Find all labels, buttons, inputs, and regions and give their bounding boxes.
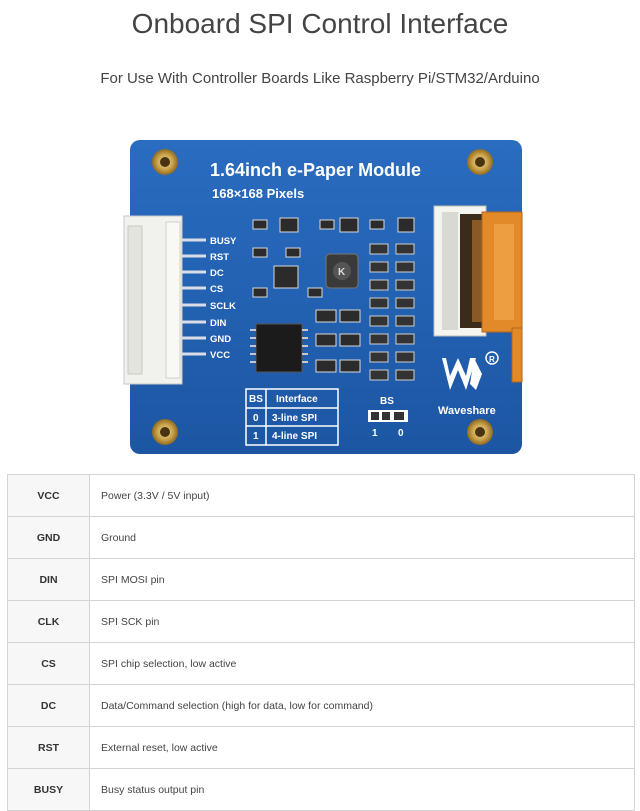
pin-name: VCC bbox=[7, 474, 90, 517]
pin-label-din: DIN bbox=[210, 318, 227, 329]
bs-header-bs: BS bbox=[249, 394, 263, 405]
mounting-holes bbox=[152, 149, 493, 445]
passive-array bbox=[369, 243, 415, 381]
table-row: RST External reset, low active bbox=[7, 726, 635, 769]
pin-description: Busy status output pin bbox=[89, 768, 635, 811]
pin-label-gnd: GND bbox=[210, 334, 231, 345]
pin-name: DC bbox=[7, 684, 90, 727]
pin-name: BUSY bbox=[7, 768, 90, 811]
pin-name: RST bbox=[7, 726, 90, 769]
pin-description: SPI SCK pin bbox=[89, 600, 635, 643]
svg-text:K: K bbox=[338, 267, 346, 278]
brand-name: Waveshare bbox=[438, 405, 496, 417]
pin-description: SPI MOSI pin bbox=[89, 558, 635, 601]
pin-label-dc: DC bbox=[210, 268, 224, 279]
bs-switch-left: 1 bbox=[372, 428, 378, 439]
fpc-connector bbox=[433, 205, 487, 337]
bs-switch-label: BS bbox=[380, 396, 394, 407]
pin-label-cs: CS bbox=[210, 284, 223, 295]
epaper-module-board-image: 1.64inch e-Paper Module 168×168 Pixels B… bbox=[120, 138, 530, 456]
bs-switch-right: 0 bbox=[398, 428, 404, 439]
driver-ic-chip bbox=[250, 323, 308, 373]
pin-description: Ground bbox=[89, 516, 635, 559]
board-svg: 1.64inch e-Paper Module 168×168 Pixels B… bbox=[123, 140, 523, 454]
pin-label-sclk: SCLK bbox=[210, 301, 236, 312]
pin-description: Power (3.3V / 5V input) bbox=[89, 474, 635, 517]
page-subtitle: For Use With Controller Boards Like Rasp… bbox=[100, 70, 540, 87]
bs-row-0-interface: 3-line SPI bbox=[272, 413, 317, 424]
pin-label-rst: RST bbox=[210, 252, 229, 263]
bs-switch: BS 1 0 bbox=[368, 396, 408, 439]
bs-header-interface: Interface bbox=[276, 394, 318, 405]
inductor-component: K bbox=[325, 253, 359, 289]
pin-name: CS bbox=[7, 642, 90, 685]
bs-interface-table: BS Interface 0 3-line SPI 1 4-line SPI bbox=[245, 388, 339, 446]
pin-label-busy: BUSY bbox=[210, 236, 237, 247]
pin-name: GND bbox=[7, 516, 90, 559]
board-title: 1.64inch e-Paper Module bbox=[210, 160, 421, 180]
table-row: DC Data/Command selection (high for data… bbox=[7, 684, 635, 727]
page-title: Onboard SPI Control Interface bbox=[131, 8, 509, 39]
pin-name: DIN bbox=[7, 558, 90, 601]
smd-components bbox=[252, 217, 415, 373]
pin-description-table: VCC Power (3.3V / 5V input) GND Ground D… bbox=[7, 474, 635, 811]
pin-description: External reset, low active bbox=[89, 726, 635, 769]
waveshare-logo: R Waveshare bbox=[438, 351, 499, 417]
pin-header-connector bbox=[123, 215, 183, 385]
pin-label-vcc: VCC bbox=[210, 350, 230, 361]
pin-description: Data/Command selection (high for data, l… bbox=[89, 684, 635, 727]
bs-row-0-value: 0 bbox=[253, 413, 259, 424]
flex-cable bbox=[481, 211, 523, 383]
table-row: CS SPI chip selection, low active bbox=[7, 642, 635, 685]
pin-name: CLK bbox=[7, 600, 90, 643]
pin-description: SPI chip selection, low active bbox=[89, 642, 635, 685]
table-row: CLK SPI SCK pin bbox=[7, 600, 635, 643]
table-row: DIN SPI MOSI pin bbox=[7, 558, 635, 601]
pin-traces bbox=[182, 238, 206, 356]
table-row: BUSY Busy status output pin bbox=[7, 768, 635, 811]
pcb bbox=[130, 140, 522, 454]
svg-text:R: R bbox=[489, 355, 495, 364]
bs-row-1-value: 1 bbox=[253, 431, 259, 442]
table-row: GND Ground bbox=[7, 516, 635, 559]
board-pixels: 168×168 Pixels bbox=[212, 186, 304, 201]
table-row: VCC Power (3.3V / 5V input) bbox=[7, 474, 635, 517]
bs-row-1-interface: 4-line SPI bbox=[272, 431, 317, 442]
